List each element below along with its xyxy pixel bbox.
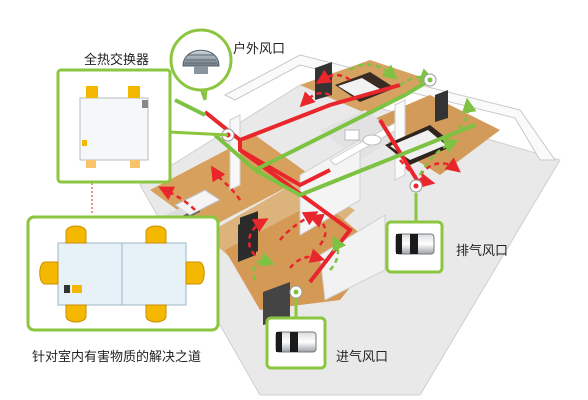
ceiling-diffusers xyxy=(221,73,437,299)
heat-exchanger-detail-callout xyxy=(26,215,220,332)
intake-vent-callout xyxy=(265,316,327,370)
caption: 针对室内有害物质的解决之道 xyxy=(32,350,202,365)
heat-exchanger-unit xyxy=(79,97,149,161)
supply-airflow-arrows xyxy=(158,69,461,269)
window-living-bottom xyxy=(263,282,290,325)
intake-vent-label: 进气风口 xyxy=(336,350,389,365)
outdoor-vent-callout xyxy=(169,28,233,92)
exhaust-vent-callout xyxy=(385,220,444,274)
window-bedroom-right xyxy=(435,90,448,122)
duct-network xyxy=(174,78,476,284)
outdoor-vent-hood xyxy=(182,49,220,67)
exhaust-vent-label: 排气风口 xyxy=(456,244,509,259)
heat-exchanger-callout xyxy=(56,68,172,184)
outdoor-vent-label: 户外风口 xyxy=(233,42,286,57)
heat-exchanger-label: 全热交换器 xyxy=(84,53,150,68)
